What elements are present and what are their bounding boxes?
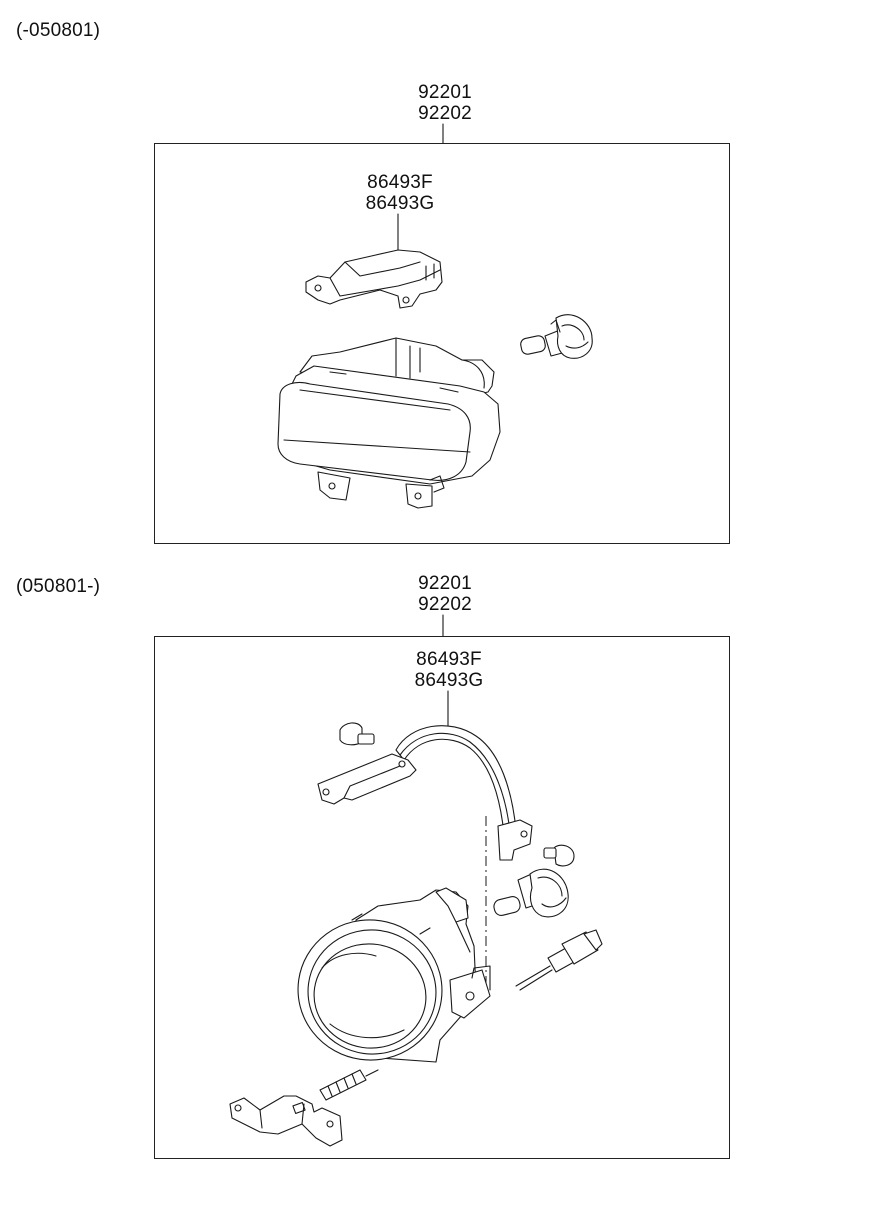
assembly-part-number-2[interactable]: 92202 xyxy=(418,103,472,124)
bracket-part-number-2[interactable]: 86493G xyxy=(414,670,484,691)
fog-lamp-bracket-early xyxy=(305,249,443,309)
assembly-part-number-1[interactable]: 92201 xyxy=(418,82,472,103)
bulb-early xyxy=(520,314,593,359)
bracket-part-number-1[interactable]: 86493F xyxy=(367,172,433,193)
mounting-screw-side xyxy=(543,844,575,867)
lower-mounting-bracket xyxy=(229,1095,343,1147)
bulb-late xyxy=(493,868,569,918)
assembly-frame-late xyxy=(154,636,730,1159)
assembly-frame-early xyxy=(154,143,730,544)
wiring-connector xyxy=(515,929,603,991)
adjusting-screw xyxy=(319,1069,379,1101)
fog-lamp-bracket-late xyxy=(317,725,533,861)
fog-lamp-housing-late xyxy=(297,887,491,1063)
assembly-part-number-2[interactable]: 92202 xyxy=(418,594,472,615)
bracket-part-number-2[interactable]: 86493G xyxy=(365,193,435,214)
assembly-part-number-1[interactable]: 92201 xyxy=(418,573,472,594)
period-label-early: (-050801) xyxy=(16,20,101,41)
period-label-late: (050801-) xyxy=(16,576,101,597)
mounting-screw-upper xyxy=(339,722,375,746)
fog-lamp-housing-early xyxy=(277,337,501,509)
bracket-part-number-1[interactable]: 86493F xyxy=(416,649,482,670)
